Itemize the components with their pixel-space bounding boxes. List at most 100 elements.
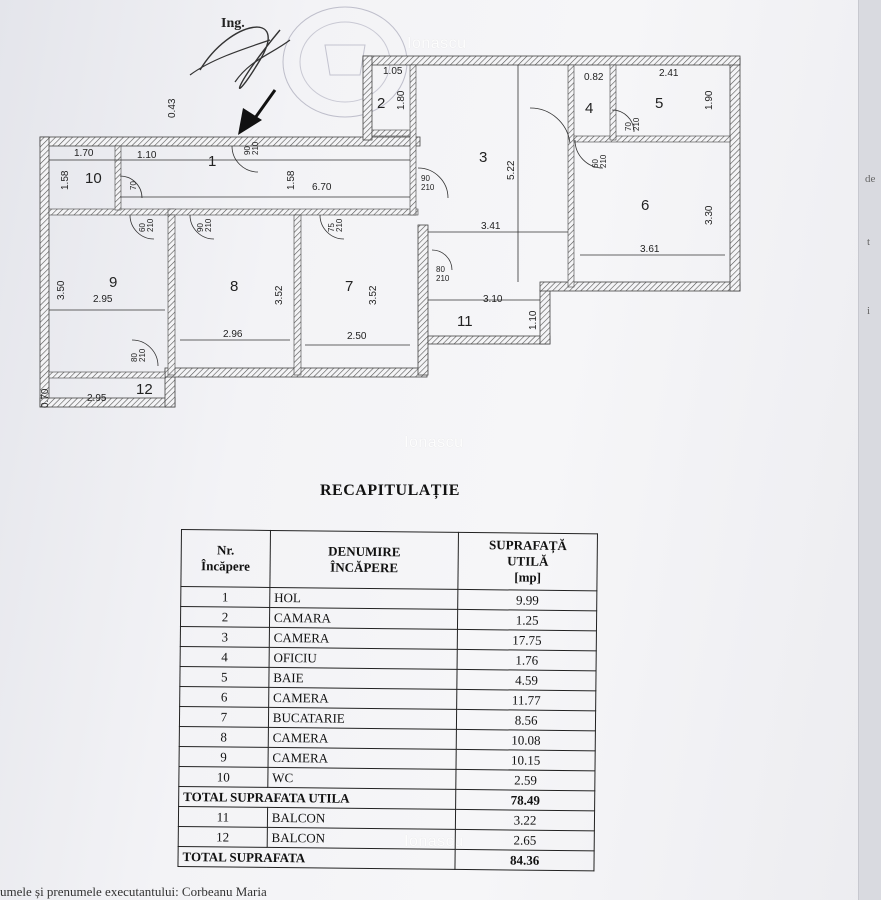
area-cell: 3.22 xyxy=(455,809,595,831)
room-number: 12 xyxy=(136,381,153,398)
dimension-label: 0.82 xyxy=(584,72,604,83)
door-label: 210 xyxy=(146,218,155,232)
room-number-cell: 8 xyxy=(179,726,269,748)
room-name-cell: BALCON xyxy=(266,827,456,850)
entrance-arrow-icon xyxy=(238,89,277,135)
room-number: 5 xyxy=(655,95,663,112)
room-number-cell: 5 xyxy=(179,666,269,688)
room-numbers: 1 2 3 4 5 6 7 8 9 10 11 12 xyxy=(85,95,663,398)
area-cell: 11.77 xyxy=(456,689,596,711)
room-number: 3 xyxy=(479,149,487,166)
dimension-label: 1.70 xyxy=(74,148,94,159)
area-cell: 10.08 xyxy=(456,729,596,751)
dimension-label: 1.90 xyxy=(704,90,715,110)
door-label: 210 xyxy=(335,218,344,232)
recap-title: RECAPITULAȚIE xyxy=(320,482,460,499)
area-cell: 4.59 xyxy=(457,669,597,691)
floor-plan: Ing. xyxy=(39,6,741,408)
room-name-cell: BUCATARIE xyxy=(268,707,457,730)
door-label: 210 xyxy=(251,141,260,155)
area-cell: 17.75 xyxy=(457,629,597,651)
area-cell: 1.25 xyxy=(457,609,597,631)
watermark: Ionascu xyxy=(404,434,464,451)
room-name-cell: CAMARA xyxy=(269,607,458,630)
next-page-edge: de t i xyxy=(858,0,881,900)
room-number: 6 xyxy=(641,197,649,214)
room-name-cell: BALCON xyxy=(267,807,456,830)
dimension-label: 1.05 xyxy=(383,66,403,77)
dimension-label: 6.70 xyxy=(312,182,332,193)
room-number: 9 xyxy=(109,274,117,291)
room-name-cell: CAMERA xyxy=(268,687,458,710)
dimension-labels: 1.70 1.10 6.70 2.95 2.96 2.50 3.41 3.10 … xyxy=(40,66,715,408)
dimension-label: 3.50 xyxy=(56,280,67,300)
dimension-label: 1.10 xyxy=(528,310,539,330)
door-label: 80 xyxy=(436,265,445,274)
stamp-signature xyxy=(189,6,408,118)
total-value: 78.49 xyxy=(455,789,595,811)
dimension-label: 2.95 xyxy=(87,393,107,404)
dimension-label: 3.30 xyxy=(704,205,715,225)
ing-label: Ing. xyxy=(221,16,245,31)
footer-text: umele și prenumele executantului: Corbea… xyxy=(0,884,267,899)
room-number: 1 xyxy=(208,153,216,170)
room-number-cell: 12 xyxy=(178,826,268,848)
dimension-label: 3.52 xyxy=(274,285,285,305)
area-cell: 10.15 xyxy=(456,749,596,771)
room-name-cell: WC xyxy=(267,767,457,790)
walls xyxy=(39,55,741,408)
room-number: 8 xyxy=(230,278,238,295)
door-label: 70 xyxy=(624,122,633,131)
room-number: 2 xyxy=(377,95,385,112)
area-cell: 2.59 xyxy=(456,769,595,791)
door-label: 90 xyxy=(196,223,205,232)
door-label: 70 xyxy=(129,181,138,190)
dimension-label: 5.22 xyxy=(506,160,517,180)
room-name-cell: HOL xyxy=(269,587,459,610)
room-number-cell: 1 xyxy=(180,586,270,608)
room-number-cell: 4 xyxy=(180,646,270,668)
dimension-label: 0.43 xyxy=(167,98,178,118)
watermark: Ionascu xyxy=(404,833,464,850)
area-cell: 1.76 xyxy=(457,649,597,671)
room-number-cell: 3 xyxy=(180,626,270,648)
room-name-cell: OFICIU xyxy=(268,647,458,670)
door-label: 210 xyxy=(632,117,641,131)
room-name-cell: CAMERA xyxy=(269,627,458,650)
door-label: 60 xyxy=(138,223,147,232)
dimension-label: 2.95 xyxy=(93,294,113,305)
room-number-cell: 10 xyxy=(178,766,268,788)
edge-fragment: t xyxy=(867,236,871,248)
dimension-label: 2.41 xyxy=(659,68,679,79)
room-number: 7 xyxy=(345,278,353,295)
total-value: 84.36 xyxy=(455,849,595,871)
room-name-cell: CAMERA xyxy=(267,747,457,770)
dimension-label: 2.96 xyxy=(223,329,243,340)
area-cell: 8.56 xyxy=(456,709,596,731)
door-label: 210 xyxy=(138,348,147,362)
dimension-label: 1.58 xyxy=(286,170,297,190)
dimension-label: 0.70 xyxy=(40,388,51,408)
room-number-cell: 6 xyxy=(179,686,269,708)
room-number: 10 xyxy=(85,170,102,187)
door-label: 210 xyxy=(436,274,450,283)
dimension-label: 3.41 xyxy=(481,221,501,232)
room-number-cell: 2 xyxy=(180,606,270,628)
dimension-label: 1.80 xyxy=(396,90,407,110)
room-name-cell: CAMERA xyxy=(268,727,457,750)
room-number-cell: 7 xyxy=(179,706,269,728)
column-header: Nr.Încăpere xyxy=(180,529,271,588)
dimension-label: 1.10 xyxy=(137,150,157,161)
area-cell: 9.99 xyxy=(457,589,597,611)
room-number-cell: 11 xyxy=(178,806,268,828)
door-label: 210 xyxy=(421,183,435,192)
dimension-label: 3.52 xyxy=(368,285,379,305)
interior-lines xyxy=(49,65,725,346)
door-labels: 90 210 70 60 210 90 210 75 210 90 210 80… xyxy=(129,117,641,362)
